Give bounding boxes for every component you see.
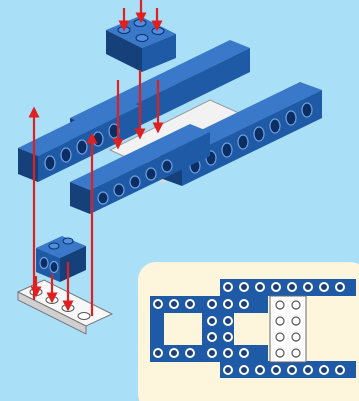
small-technic-brick [36,236,86,282]
inset-studs [153,282,345,375]
top-view-inset [138,262,359,401]
front-technic-beam [70,124,210,214]
inset-white-studs [275,300,301,358]
assembly-arrows [28,0,164,316]
